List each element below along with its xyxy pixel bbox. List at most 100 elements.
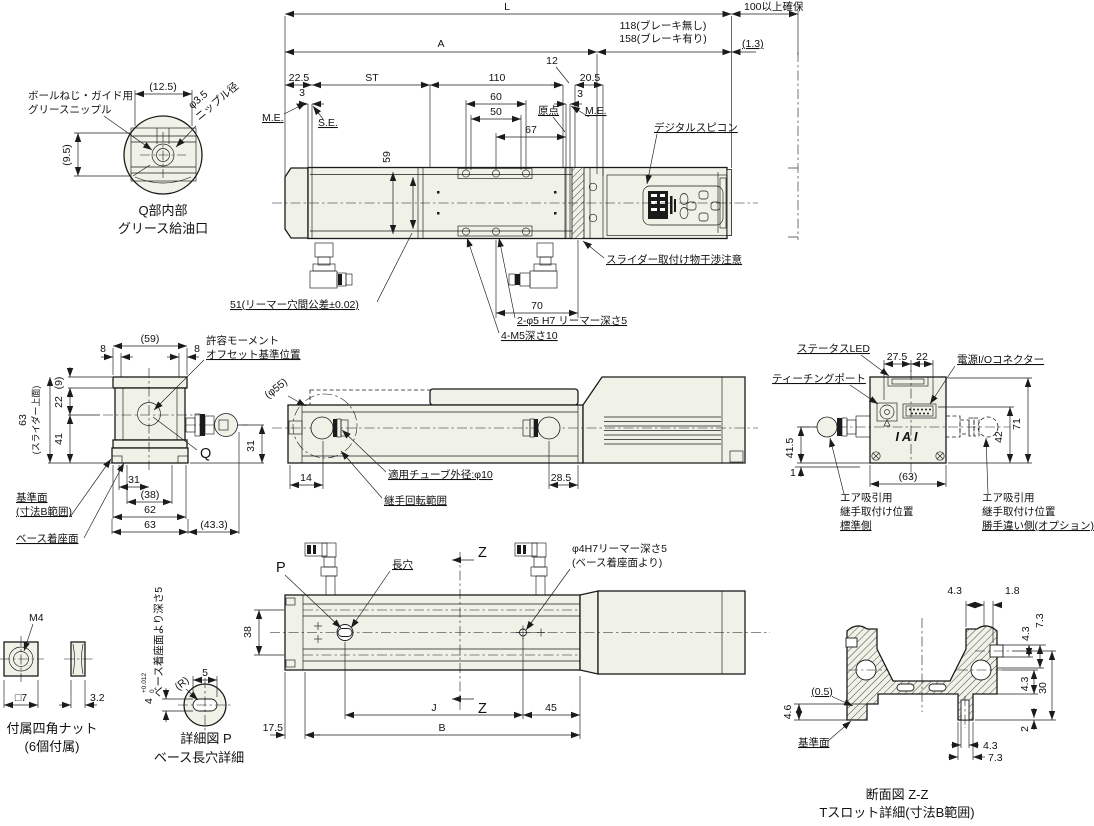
section-mark-z-top: Z xyxy=(478,545,487,561)
air-fitting-standard-side xyxy=(816,415,871,438)
label-m4: M4 xyxy=(29,612,44,624)
teaching-port xyxy=(876,402,898,422)
section-mark-z-bottom: Z xyxy=(478,701,487,717)
air-fitting-option-side xyxy=(945,415,999,438)
label-slot: 長穴 xyxy=(392,558,413,571)
dim-63-bottom: 63 xyxy=(144,519,156,531)
label-air-opt-3: 勝手違い側(オプション) xyxy=(982,519,1094,532)
dim-110: 110 xyxy=(489,72,506,84)
detail-p-view: 5 (R) 4 +0.012 0 ベース着座面より深さ5 詳細図 P ベース長穴… xyxy=(141,587,244,765)
dim-3-right: 3 xyxy=(577,88,583,100)
dim-ST: ST xyxy=(365,72,379,84)
dim-A: A xyxy=(437,38,444,50)
label-datum-2: (寸法B範囲) xyxy=(16,505,72,518)
note-reamer-51: 51(リーマー穴間公差±0.02) xyxy=(230,298,359,311)
dim-4-3-right-upper: 4.3 xyxy=(1020,626,1032,641)
bottom-view: Z Z P 長穴 φ4H7リーマー深さ5 (ベース着座面より) 38 17.5 … xyxy=(242,542,770,739)
dim-2: 2 xyxy=(1019,726,1031,732)
label-q: Q xyxy=(200,446,211,462)
dim-J: J xyxy=(431,702,436,714)
square-nut-view: M4 □7 3.2 付属四角ナット (6個付属) xyxy=(0,612,105,754)
detail-q-caption-2: グリース給油口 xyxy=(118,221,208,236)
dim-3-left: 3 xyxy=(299,87,305,99)
label-air-std-1: エア吸引用 xyxy=(840,491,893,504)
label-datum-zz: 基準面 xyxy=(798,736,830,749)
note-joint-rotation: 継手回転範囲 xyxy=(384,494,447,507)
nut-caption-1: 付属四角ナット xyxy=(6,721,97,736)
dim-4-tol-low: 0 xyxy=(149,689,156,693)
dim-20-5: 20.5 xyxy=(580,72,601,84)
section-zz-caption-1: 断面図 Z-Z xyxy=(866,787,929,802)
dim-31-bottom: 31 xyxy=(128,474,140,486)
detail-p-caption-1: 詳細図 P xyxy=(180,731,231,746)
dim-8-right: 8 xyxy=(194,343,200,355)
dim-38p: (38) xyxy=(141,489,160,501)
dim-4-3-bottom: 4.3 xyxy=(983,740,998,752)
joint-rotation-circle xyxy=(292,393,358,459)
note-reamer-4h7-2: (ベース着座面より) xyxy=(572,556,662,569)
dim-43-3: (43.3) xyxy=(200,519,227,531)
label-me-right: M.E. xyxy=(585,105,607,117)
dim-45: 45 xyxy=(545,702,557,714)
air-fitting-bottom-left xyxy=(304,542,338,596)
label-spicon: デジタルスピコン xyxy=(654,121,738,134)
dim-4-3-right-mid: 4.3 xyxy=(1019,677,1031,692)
label-air-opt-1: エア吸引用 xyxy=(982,491,1035,504)
grease-nipple-note-2: グリースニップル xyxy=(28,103,111,116)
dim-41: 41 xyxy=(53,433,65,445)
dim-9: (9) xyxy=(53,377,65,390)
label-base-seat: ベース着座面 xyxy=(16,532,78,545)
detail-q-caption-1: Q部内部 xyxy=(138,203,187,218)
dim-7-3-bottom: 7.3 xyxy=(988,752,1003,764)
dim-62: 62 xyxy=(144,504,156,516)
dim-8-left: 8 xyxy=(100,343,106,355)
dim-41-5: 41.5 xyxy=(784,438,796,459)
dim-42: 42 xyxy=(993,431,1005,443)
dim-28-5: 28.5 xyxy=(551,472,572,484)
tslot-cross-section xyxy=(846,625,998,721)
label-moment-1: 許容モーメント xyxy=(206,334,279,347)
dim-63-left: 63 xyxy=(17,414,29,426)
end-view-left: (59) 8 8 (9) 22 41 63 (スライダー上面) 31 31 (3… xyxy=(16,333,301,545)
dim-brake-none: 118(ブレーキ無し) xyxy=(620,19,707,32)
digital-speed-controller-panel xyxy=(642,185,724,226)
air-fitting-side xyxy=(185,413,238,437)
dim-59: 59 xyxy=(381,151,393,163)
dim-L: L xyxy=(504,1,510,13)
dim-7-3-right: 7.3 xyxy=(1034,613,1046,628)
nut-caption-2: (6個付属) xyxy=(25,739,80,754)
dim-clearance: 100以上確保 xyxy=(744,0,804,13)
note-slider-top: (スライダー上面) xyxy=(30,386,41,455)
dim-60: 60 xyxy=(490,91,502,103)
end-view-right: IAI 27.5 22 71 42 41.5 xyxy=(772,343,1094,532)
io-connector xyxy=(902,403,937,419)
dim-30: 30 xyxy=(1037,682,1049,694)
label-air-std-2: 継手取付け位置 xyxy=(840,505,914,518)
dim-38: 38 xyxy=(242,626,254,638)
dim-brake-with: 158(ブレーキ有り) xyxy=(619,32,707,45)
label-status-led: ステータスLED xyxy=(797,343,870,355)
label-air-std-3: 標準側 xyxy=(840,519,872,532)
dim-59p: (59) xyxy=(141,333,160,345)
dim-0-5: (0.5) xyxy=(811,686,833,698)
label-detail-p: P xyxy=(276,560,286,576)
dim-22r: 22 xyxy=(916,351,928,363)
note-reamer-5: 2-φ5 H7 リーマー深さ5 xyxy=(517,315,627,327)
dim-14: 14 xyxy=(300,472,312,484)
air-fitting-top-left xyxy=(309,242,353,289)
dim-22-5: 22.5 xyxy=(289,72,310,84)
dim-1-3: (1.3) xyxy=(742,38,764,50)
dim-12-5: (12.5) xyxy=(149,81,176,93)
dim-17-5: 17.5 xyxy=(263,722,284,734)
label-origin: 原点 xyxy=(538,105,559,117)
dim-5: 5 xyxy=(202,667,208,679)
section-zz-view: 4.3 1.8 4.3 7.3 30 4.3 2 4.3 7.3 4.6 (0.… xyxy=(782,585,1056,820)
orientation-arrow-mark xyxy=(883,419,891,427)
note-depth: ベース着座面より深さ5 xyxy=(152,587,165,697)
label-moment-2: オフセット基準位置 xyxy=(206,348,301,361)
grease-nipple-note-1: ボールねじ・ガイド用 xyxy=(28,90,133,102)
dim-22: 22 xyxy=(53,396,65,408)
dim-B: B xyxy=(438,722,445,734)
